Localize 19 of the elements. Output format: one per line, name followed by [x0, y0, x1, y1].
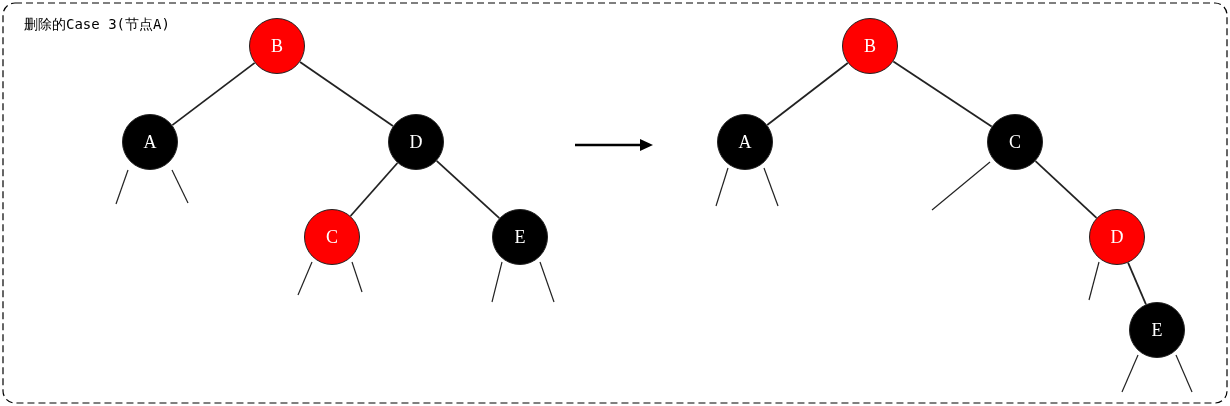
tree-node: C: [304, 209, 360, 265]
tree-node: D: [388, 114, 444, 170]
tree-node: A: [122, 114, 178, 170]
tree-edge: [171, 62, 256, 127]
tree-node: D: [1089, 209, 1145, 265]
tree-edge: [1127, 261, 1147, 306]
tree-edge: [435, 160, 501, 219]
tree-node: A: [717, 114, 773, 170]
tree-node: C: [987, 114, 1043, 170]
tree-node: E: [492, 209, 548, 265]
tree-edge: [892, 60, 993, 128]
tree-node: B: [249, 18, 305, 74]
title: 删除的Case 3(节点A): [24, 16, 170, 34]
tree-edge: [299, 61, 394, 127]
tree-edge: [766, 62, 849, 126]
tree-node: E: [1129, 302, 1185, 358]
tree-edge: [1034, 160, 1098, 219]
tree-edge: [349, 162, 399, 217]
tree-node: B: [842, 18, 898, 74]
